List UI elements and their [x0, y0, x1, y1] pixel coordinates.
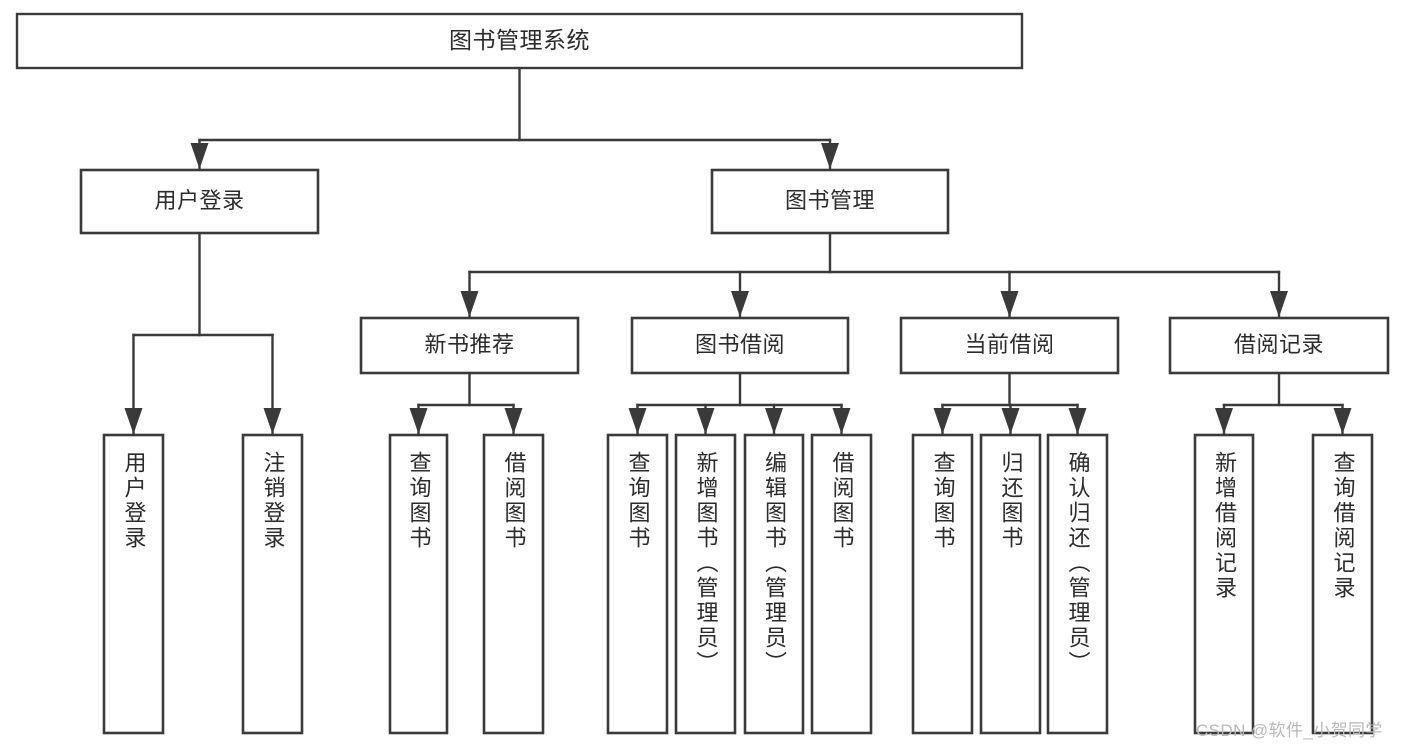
node-box-leaf-edit-book[interactable] — [743, 433, 805, 735]
node-box-new-book-rec[interactable] — [359, 316, 580, 375]
node-box-leaf-logout[interactable] — [241, 433, 304, 735]
arrow-head-icon — [731, 291, 749, 317]
node-box-leaf-query-book-1[interactable] — [388, 433, 449, 735]
node-box-current-borrow[interactable] — [899, 316, 1120, 375]
arrow-head-icon — [124, 408, 143, 434]
arrow-head-icon — [263, 408, 282, 434]
node-box-book-manage[interactable] — [710, 168, 950, 235]
arrow-head-icon — [1215, 408, 1233, 434]
node-box-leaf-return-book[interactable] — [979, 433, 1042, 735]
node-box-root[interactable] — [15, 12, 1024, 70]
arrow-head-icon — [628, 408, 647, 434]
arrow-head-icon — [1068, 408, 1087, 434]
node-box-leaf-borrow-book-2[interactable] — [810, 433, 873, 735]
node-box-leaf-user-login[interactable] — [102, 433, 165, 735]
node-box-leaf-query-book-2[interactable] — [606, 433, 669, 735]
node-box-book-borrow[interactable] — [630, 316, 850, 375]
node-box-leaf-add-record[interactable] — [1193, 433, 1255, 735]
node-box-leaf-query-record[interactable] — [1311, 433, 1374, 735]
node-box-leaf-confirm-return[interactable] — [1046, 433, 1109, 735]
node-box-user-login[interactable] — [79, 168, 320, 235]
arrow-head-icon — [821, 143, 839, 169]
node-box-leaf-add-book[interactable] — [674, 433, 737, 735]
edge-layer — [124, 66, 1352, 436]
node-box-borrow-record[interactable] — [1168, 316, 1390, 375]
arrow-head-icon — [504, 408, 523, 434]
arrow-head-icon — [409, 408, 428, 434]
arrow-head-icon — [190, 143, 209, 169]
arrow-head-icon — [1270, 291, 1288, 317]
arrow-head-icon — [1333, 408, 1352, 434]
arrow-head-icon — [832, 408, 851, 434]
arrow-head-icon — [1001, 408, 1020, 434]
arrow-head-icon — [460, 291, 479, 317]
arrow-head-icon — [933, 408, 952, 434]
arrow-head-icon — [765, 408, 783, 434]
arrow-head-icon — [1000, 291, 1019, 317]
node-box-leaf-query-book-3[interactable] — [911, 433, 974, 735]
box-layer — [15, 12, 1390, 735]
node-box-leaf-borrow-book-1[interactable] — [482, 433, 545, 735]
arrow-head-icon — [696, 408, 715, 434]
